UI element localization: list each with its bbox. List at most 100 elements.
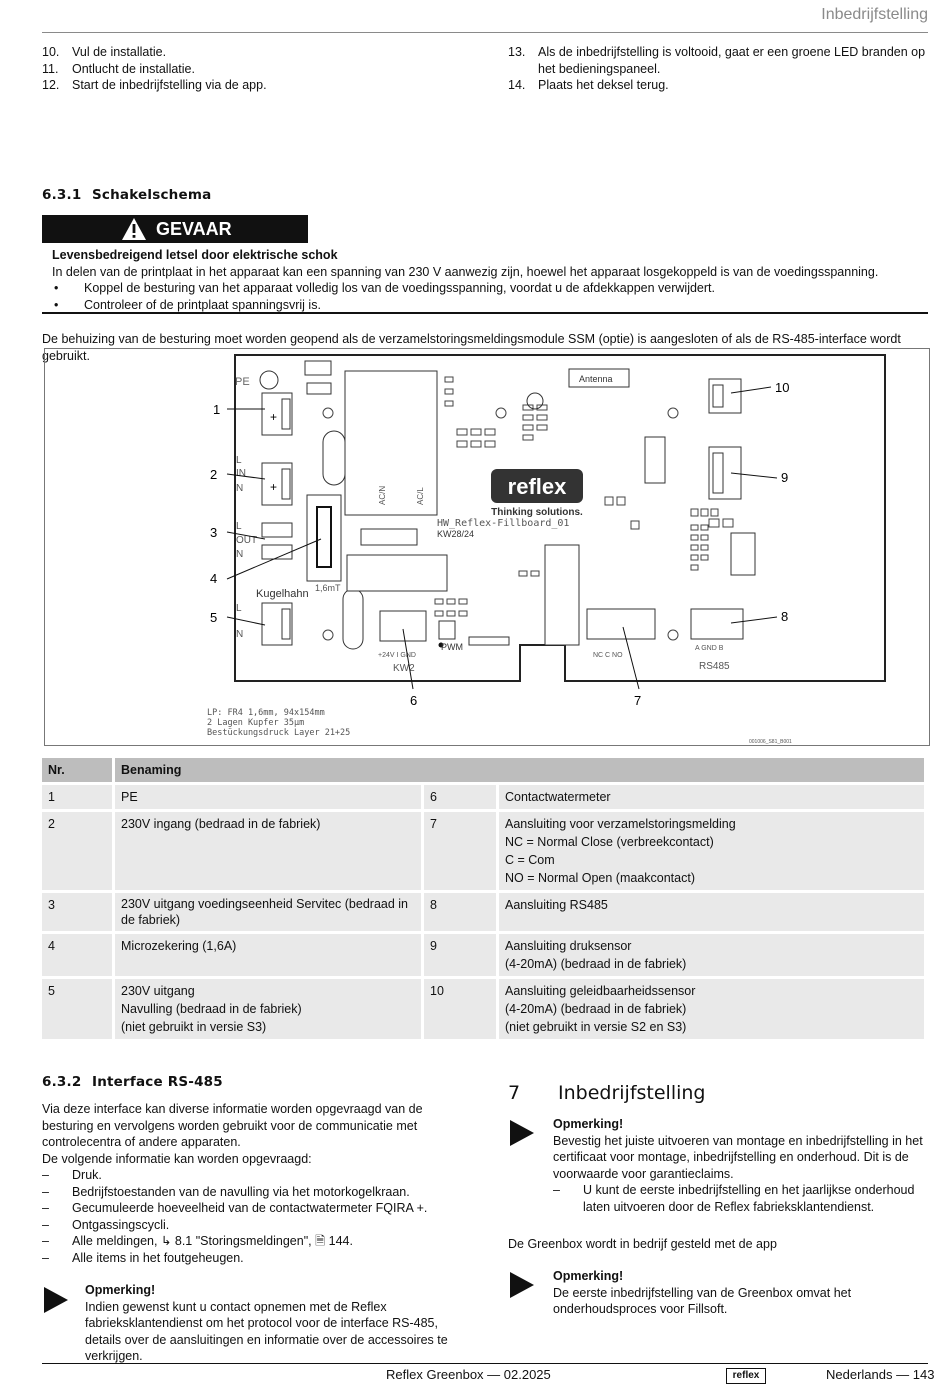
svg-text:N: N	[236, 629, 243, 640]
list-item: –Alle meldingen, ↳ 8.1 "Storingsmeldinge…	[42, 1234, 353, 1248]
note-arrow-icon	[510, 1120, 534, 1146]
figure-ref: 001006_S81_B001	[749, 739, 792, 745]
label-fuse: 1,6mT	[315, 583, 341, 593]
svg-text:+: +	[270, 480, 277, 494]
label-kw2: KW2	[393, 663, 415, 674]
callout-lines	[226, 386, 778, 690]
label-n: N	[236, 483, 243, 494]
relay	[346, 554, 448, 592]
ic-chip	[544, 544, 580, 646]
connector-display	[730, 532, 756, 576]
component	[304, 360, 332, 376]
rs485-section: Via deze interface kan diverse informati…	[42, 1101, 462, 1266]
steps-left: 10.Vul de installatie. 11.Ontlucht de in…	[42, 44, 482, 94]
svg-text:AC/L: AC/L	[416, 487, 425, 505]
label-antenna: Antenna	[579, 374, 613, 384]
callout-9: 9	[781, 470, 788, 485]
svg-text:A GND B: A GND B	[695, 645, 724, 652]
warning-icon	[122, 218, 146, 240]
list-item: 11.Ontlucht de installatie.	[42, 61, 195, 76]
list-item: –U kunt de eerste inbedrijfstelling en h…	[553, 1183, 915, 1214]
mount-hole	[667, 407, 679, 419]
rs485-lead: De volgende informatie kan worden opgevr…	[42, 1151, 312, 1166]
mount-hole	[322, 407, 334, 419]
fuse-holder	[306, 494, 342, 582]
svg-text:NC C NO: NC C NO	[593, 652, 623, 659]
label-l: L	[236, 455, 242, 466]
danger-divider	[42, 312, 928, 314]
reflex-logo	[491, 469, 583, 503]
callout-10: 10	[775, 380, 789, 395]
wiring-diagram: PE + L IN N + L OUT N 1,6mT Kugelhahn L …	[44, 348, 930, 746]
footer-page: Nederlands — 143	[826, 1367, 935, 1382]
footer-logo: reflex	[726, 1368, 766, 1384]
label-in: IN	[236, 468, 246, 479]
callout-6: 6	[410, 693, 417, 708]
label-rs485: RS485	[699, 661, 730, 672]
app-text: De Greenbox wordt in bedrijf gesteld met…	[508, 1237, 777, 1251]
footer-doc: Reflex Greenbox — 02.2025	[386, 1367, 551, 1382]
note-arrow-icon	[510, 1272, 534, 1298]
list-item: •Koppel de besturing van het apparaat vo…	[54, 281, 715, 295]
callout-4: 4	[210, 571, 217, 586]
list-item: –Ontgassingscycli.	[42, 1217, 170, 1232]
danger-title: Levensbedreigend letsel door elektrische…	[52, 248, 338, 262]
list-item: 14.Plaats het deksel terug.	[508, 78, 669, 92]
svg-text:L: L	[236, 603, 242, 614]
mount-hole	[322, 629, 334, 641]
component-table: Nr. Benaming 1 PE 6 Contactwatermeter 2 …	[39, 755, 927, 1042]
header-benaming: Benaming	[115, 758, 924, 782]
danger-description: In delen van de printplaat in het appara…	[52, 264, 879, 279]
capacitor	[342, 588, 364, 650]
housing-note: De behuizing van de besturing moet worde…	[42, 332, 901, 363]
table-row: 1 PE 6 Contactwatermeter	[42, 785, 924, 809]
transformer	[344, 370, 438, 516]
connector-8	[690, 608, 744, 640]
connector-pwm	[438, 620, 456, 640]
callout-2: 2	[210, 467, 217, 482]
callout-1: 1	[213, 402, 220, 417]
list-item: –Gecumuleerde hoeveelheid van de contact…	[42, 1201, 428, 1215]
pe-terminal	[259, 370, 279, 390]
svg-text:Thinking solutions.: Thinking solutions.	[491, 507, 583, 518]
header-nr: Nr.	[42, 758, 112, 782]
table-row: 4 Microzekering (1,6A) 9 Aansluiting dru…	[42, 934, 924, 976]
danger-banner: GEVAAR	[42, 215, 308, 243]
header-title: Inbedrijfstelling	[821, 6, 928, 23]
spec-line: 2 Lagen Kupfer 35µm	[207, 718, 304, 728]
svg-text:N: N	[236, 549, 243, 560]
list-item: 13.Als de inbedrijfstelling is voltooid,…	[508, 45, 926, 76]
svg-text:L: L	[236, 521, 242, 532]
connector-7	[586, 608, 656, 640]
danger-text-block: Levensbedreigend letsel door elektrische…	[52, 247, 932, 313]
smd-components	[434, 376, 719, 617]
spec-line: LP: FR4 1,6mm, 94x154mm	[207, 708, 325, 718]
connector-6	[379, 610, 427, 642]
svg-text:AC/N: AC/N	[378, 486, 387, 505]
note-arrow-icon	[44, 1287, 68, 1313]
label-board: HW_Reflex-Fillboard_01	[437, 518, 569, 529]
list-item: –Bedrijfstoestanden van de navulling via…	[42, 1184, 410, 1199]
label-pwm: PWM	[441, 642, 463, 652]
callout-8: 8	[781, 609, 788, 624]
pcb-drawing: PE + L IN N + L OUT N 1,6mT Kugelhahn L …	[207, 354, 886, 745]
table-row: 5 230V uitgang Navulling (bedraad in de …	[42, 979, 924, 1039]
fuse	[316, 506, 332, 568]
capacitor	[322, 430, 346, 486]
list-item: –Druk.	[42, 1168, 102, 1182]
footer-divider	[42, 1363, 928, 1364]
greenbox-note: Opmerking! De eerste inbedrijfstelling v…	[553, 1269, 852, 1316]
label-kw: KW28/24	[437, 529, 474, 539]
link-storingsmeldingen[interactable]: Alle meldingen, ↳ 8.1 "Storingsmeldingen…	[72, 1234, 353, 1248]
rs485-intro: Via deze interface kan diverse informati…	[42, 1102, 423, 1149]
list-item: 10.Vul de installatie.	[42, 45, 167, 59]
callout-5: 5	[210, 610, 217, 625]
callout-3: 3	[210, 525, 217, 540]
mount-hole	[667, 629, 679, 641]
header-divider	[42, 32, 928, 33]
table-row: 2 230V ingang (bedraad in de fabriek) 7 …	[42, 812, 924, 890]
svg-text:reflex: reflex	[508, 474, 567, 499]
label-kugelhahn: Kugelhahn	[256, 588, 309, 600]
